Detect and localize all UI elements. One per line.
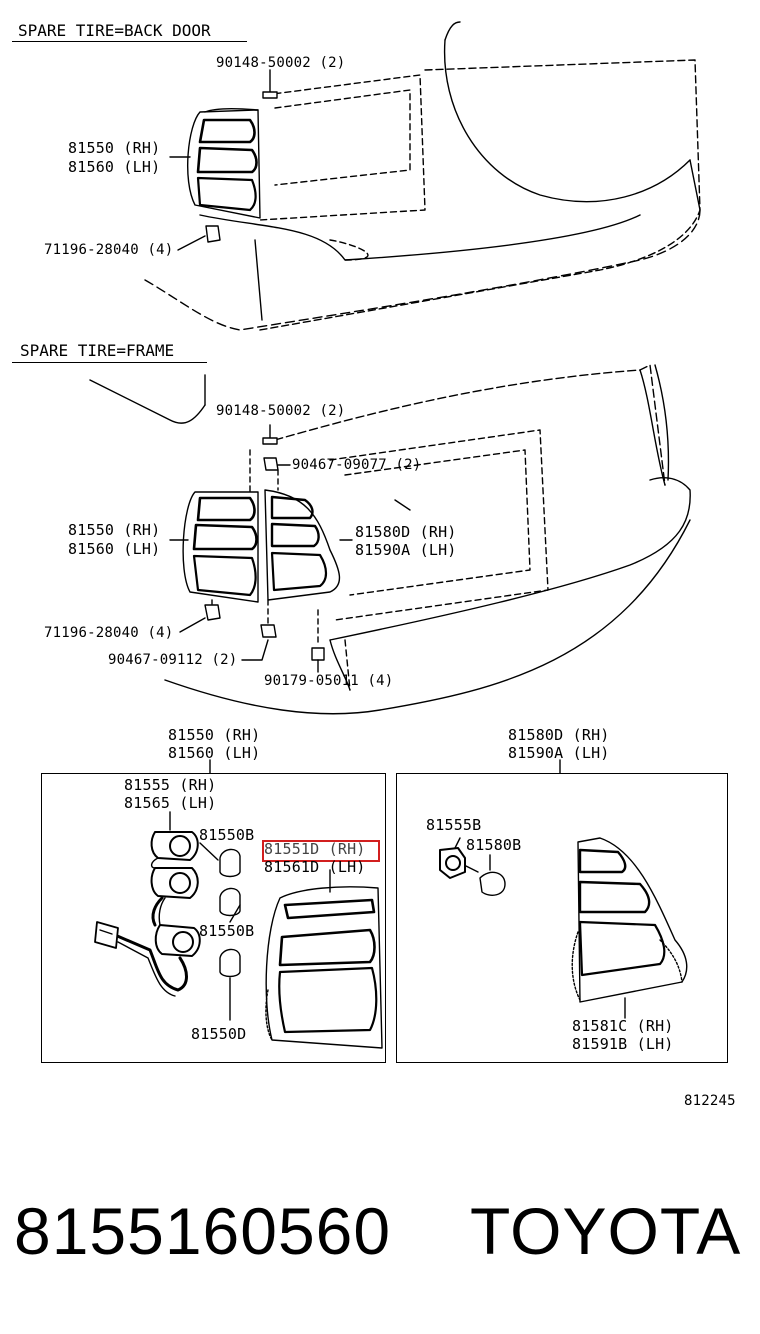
part-label-lamp-rh: 81550 (RH) bbox=[68, 139, 161, 157]
part-label-lamp-lh: 81560 (LH) bbox=[68, 158, 161, 176]
box-right-title-lh: 81590A (LH) bbox=[508, 744, 610, 762]
box-left bbox=[41, 773, 386, 1063]
part-label-socket-lh: 81565 (LH) bbox=[124, 794, 217, 812]
section-header-rule bbox=[12, 362, 207, 363]
part-label-clip: 71196-28040 (4) bbox=[44, 625, 174, 641]
part-label-lamp-rh: 81550 (RH) bbox=[68, 521, 161, 539]
part-label-lens-rh: 81551D (RH) bbox=[264, 840, 366, 858]
box-left-art bbox=[94, 811, 383, 1049]
section-header-rule bbox=[12, 41, 247, 42]
diagram-id: 812245 bbox=[684, 1093, 736, 1109]
box-left-title-lh: 81560 (LH) bbox=[168, 744, 261, 762]
box-right bbox=[396, 773, 728, 1063]
mid-leaders bbox=[169, 424, 411, 673]
part-label-lamp-lh: 81560 (LH) bbox=[68, 540, 161, 558]
part-label-bulb-b: 81550B bbox=[199, 922, 255, 940]
part-label-lamp2-rh: 81580D (RH) bbox=[355, 523, 457, 541]
part-label-socket-rh: 81555 (RH) bbox=[124, 776, 217, 794]
mid-vehicle-outline bbox=[89, 364, 691, 715]
top-leaders bbox=[169, 69, 278, 251]
section-header-back-door: SPARE TIRE=BACK DOOR bbox=[18, 21, 211, 40]
part-label-nut: 90467-09077 (2) bbox=[292, 457, 422, 473]
part-label-bulb-a: 81550B bbox=[199, 826, 255, 844]
part-label-clip2: 90467-09112 (2) bbox=[108, 652, 238, 668]
part-label-bulb: 81580B bbox=[466, 836, 522, 854]
part-label-socket: 81555B bbox=[426, 816, 482, 834]
part-label-bolt: 90148-50002 (2) bbox=[216, 403, 346, 419]
part-label-lens-lh: 81561D (LH) bbox=[264, 858, 366, 876]
box-right-title-rh: 81580D (RH) bbox=[508, 726, 610, 744]
top-vehicle-outline bbox=[144, 21, 701, 331]
part-label-lens-rh: 81581C (RH) bbox=[572, 1017, 674, 1035]
highlight-box bbox=[262, 840, 380, 862]
part-label-lamp2-lh: 81590A (LH) bbox=[355, 541, 457, 559]
box-left-title-rh: 81550 (RH) bbox=[168, 726, 261, 744]
top-tail-lamp bbox=[187, 107, 261, 219]
part-label-bulb-d: 81550D bbox=[191, 1025, 247, 1043]
part-label-nut2: 90179-05011 (4) bbox=[264, 673, 394, 689]
part-label-clip: 71196-28040 (4) bbox=[44, 242, 174, 258]
part-label-bolt: 90148-50002 (2) bbox=[216, 55, 346, 71]
section-header-frame: SPARE TIRE=FRAME bbox=[20, 341, 175, 360]
part-number: 8155160560 bbox=[14, 1194, 392, 1268]
part-label-lens-lh: 81591B (LH) bbox=[572, 1035, 674, 1053]
box-right-art bbox=[439, 837, 688, 1019]
mid-tail-lamp-right bbox=[264, 489, 341, 601]
mid-tail-lamp-left bbox=[182, 491, 259, 603]
brand-name: TOYOTA bbox=[470, 1194, 742, 1268]
